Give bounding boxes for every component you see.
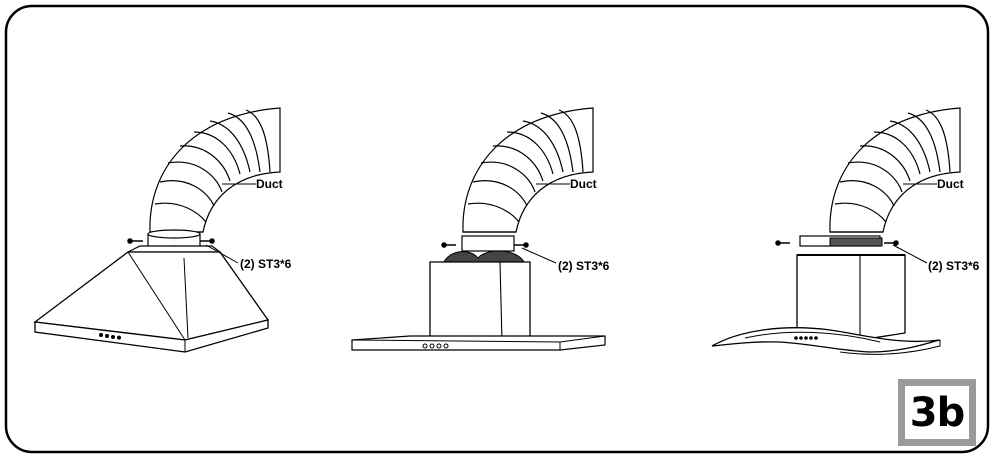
duct-1 [149, 107, 281, 233]
hood-2: Duct (2) ST3*6 [351, 107, 610, 351]
control-buttons-2 [422, 343, 449, 349]
screw-icon [200, 238, 215, 244]
screw-label: (2) ST3*6 [928, 259, 980, 273]
screw-label: (2) ST3*6 [558, 259, 610, 273]
screw-icon [127, 238, 143, 244]
screw-icon [884, 240, 899, 246]
duct-label: Duct [937, 177, 964, 191]
figure-label: 3b [905, 386, 969, 439]
hood-1: Duct (2) ST3*6 [33, 107, 292, 353]
diagram-frame [4, 4, 990, 454]
flange-2 [461, 235, 515, 252]
screw-icon [441, 242, 456, 248]
duct-label: Duct [256, 177, 283, 191]
figure-label-badge: 3b [898, 379, 976, 446]
screw-icon [514, 242, 529, 248]
duct-label: Duct [570, 177, 597, 191]
screw-label: (2) ST3*6 [240, 257, 292, 271]
duct-3 [829, 107, 961, 233]
control-buttons-3 [794, 336, 818, 340]
hood-3: Duct (2) ST3*6 [711, 107, 980, 355]
screw-icon [775, 240, 790, 246]
duct-2 [462, 107, 594, 233]
control-buttons-1 [99, 333, 121, 340]
